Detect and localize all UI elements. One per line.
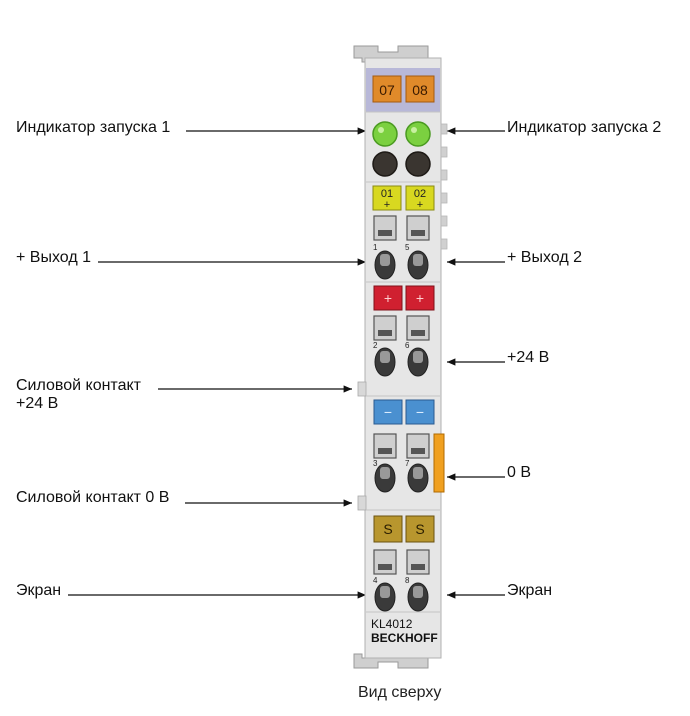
caption-top-view: Вид сверху bbox=[358, 684, 442, 701]
power-contact-notch-0 bbox=[357, 495, 367, 511]
channel-tag-07 bbox=[372, 75, 402, 103]
svg-text:−: − bbox=[384, 404, 392, 420]
label-power-contact-24-line2: +24 В bbox=[16, 395, 59, 412]
channel-tag-08 bbox=[405, 75, 435, 103]
svg-text:2: 2 bbox=[373, 341, 378, 350]
output-tag-01 bbox=[372, 185, 402, 211]
run-led-1 bbox=[372, 121, 398, 147]
plus-mark-2 bbox=[405, 285, 435, 311]
output-tag-01-sign: + bbox=[384, 199, 390, 211]
bottom-clip bbox=[353, 653, 429, 669]
run-led-2 bbox=[405, 121, 431, 147]
model-label: KL4012 bbox=[371, 617, 413, 631]
output-tag-02-text: 02 bbox=[414, 188, 426, 200]
svg-text:−: − bbox=[416, 404, 424, 420]
output-tag-01-text: 01 bbox=[381, 188, 393, 200]
dark-led-1 bbox=[372, 151, 398, 177]
label-power-contact-0: Силовой контакт 0 В bbox=[16, 489, 170, 506]
output-tag-02 bbox=[405, 185, 435, 211]
svg-text:7: 7 bbox=[405, 459, 410, 468]
terminal-row-3: 3 7 bbox=[373, 433, 430, 493]
terminal-row-4: 4 8 bbox=[373, 549, 430, 612]
label-plus-24: +24 В bbox=[507, 349, 550, 366]
svg-text:S: S bbox=[415, 521, 424, 537]
svg-text:+: + bbox=[384, 290, 392, 306]
power-contact-0v bbox=[433, 433, 445, 493]
svg-text:6: 6 bbox=[405, 341, 410, 350]
svg-text:+: + bbox=[416, 290, 424, 306]
output-tag-02-sign: + bbox=[417, 199, 423, 211]
channel-tag-07-text: 07 bbox=[379, 82, 395, 98]
label-run-led-1: Индикатор запуска 1 bbox=[16, 119, 171, 136]
svg-text:S: S bbox=[383, 521, 392, 537]
svg-text:1: 1 bbox=[373, 243, 378, 252]
label-power-contact-24-line1: Силовой контакт bbox=[16, 377, 141, 394]
label-zero-v: 0 В bbox=[507, 464, 532, 481]
shield-mark-2 bbox=[405, 515, 435, 543]
minus-mark-1 bbox=[373, 399, 403, 425]
label-output-1: + Выход 1 bbox=[16, 249, 92, 266]
brand-label: BECKHOFF bbox=[371, 631, 438, 645]
terminal-row-2: 2 6 bbox=[373, 315, 430, 377]
terminal-row-1: 1 5 bbox=[373, 215, 430, 280]
channel-tag-08-text: 08 bbox=[412, 82, 428, 98]
svg-text:8: 8 bbox=[405, 576, 410, 585]
label-shield-right: Экран bbox=[507, 582, 553, 599]
terminal-module: 07 08 01 02 + + 1 5 bbox=[353, 45, 448, 669]
power-contact-notch-24 bbox=[357, 381, 367, 397]
minus-mark-2 bbox=[405, 399, 435, 425]
plus-mark-1 bbox=[373, 285, 403, 311]
shield-mark-1 bbox=[373, 515, 403, 543]
dark-led-2 bbox=[405, 151, 431, 177]
label-output-2: + Выход 2 bbox=[507, 249, 583, 266]
label-shield-left: Экран bbox=[16, 582, 62, 599]
label-run-led-2: Индикатор запуска 2 bbox=[507, 119, 662, 136]
leader-lines bbox=[68, 127, 505, 599]
svg-text:5: 5 bbox=[405, 243, 410, 252]
svg-text:3: 3 bbox=[373, 459, 378, 468]
svg-text:4: 4 bbox=[373, 576, 378, 585]
